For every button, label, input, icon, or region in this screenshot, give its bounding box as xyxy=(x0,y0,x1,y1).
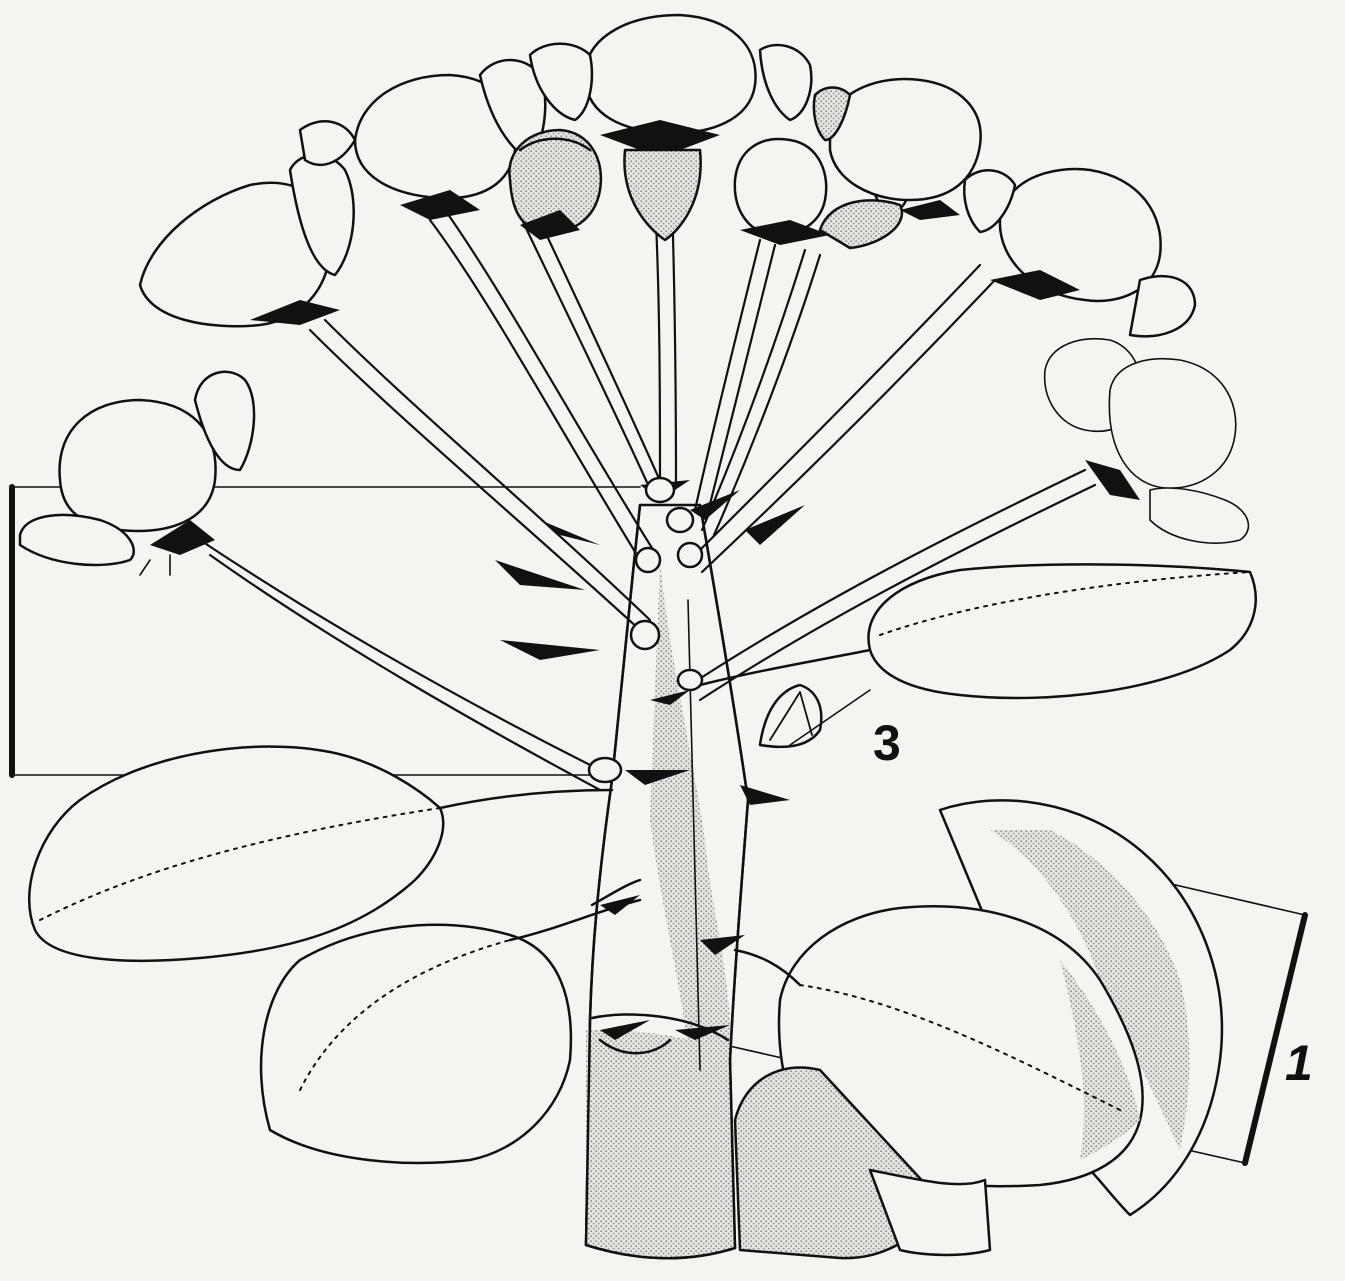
flower-far-right xyxy=(1045,339,1249,543)
region-label-1: 1 xyxy=(1285,1035,1313,1091)
flower-top-right xyxy=(814,79,981,248)
flower-right xyxy=(964,169,1195,336)
main-stem xyxy=(586,505,748,1258)
leaf-mid-right xyxy=(700,564,1256,698)
flower-upper-left xyxy=(140,155,354,326)
flower-far-left xyxy=(20,372,254,575)
small-bud xyxy=(760,685,870,747)
region-label-3: 3 xyxy=(873,715,901,771)
leaf-lower-left-1 xyxy=(29,747,612,961)
